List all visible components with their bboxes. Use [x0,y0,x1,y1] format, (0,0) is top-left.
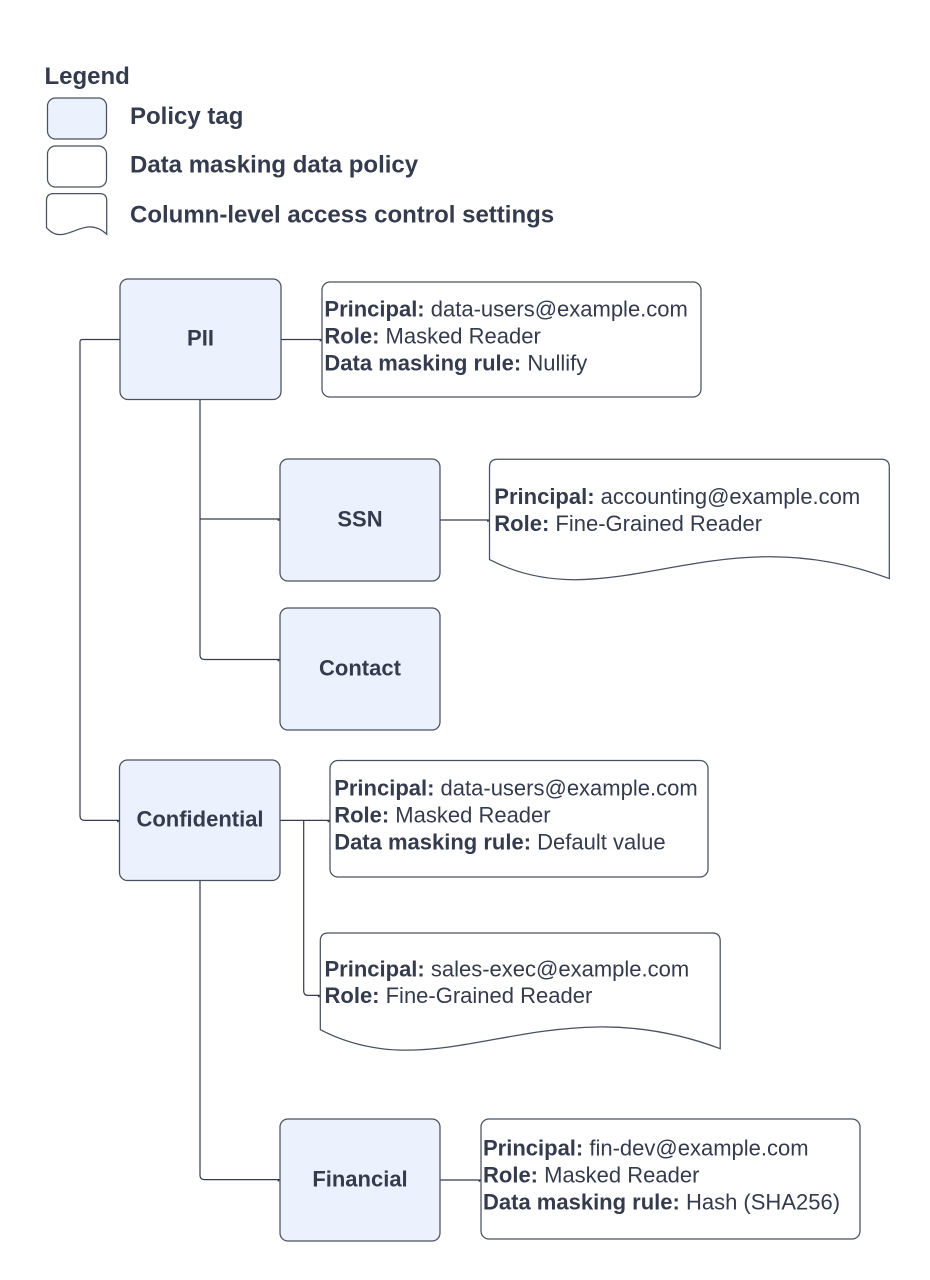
svg-text:Role: Fine-Grained Reader: Role: Fine-Grained Reader [325,983,593,1008]
svg-text:Data masking data policy: Data masking data policy [130,152,419,179]
svg-text:Financial: Financial [312,1167,407,1192]
svg-text:Data masking rule: Nullify: Data masking rule: Nullify [324,351,587,376]
svg-text:Principal: sales-exec@example.: Principal: sales-exec@example.com [325,957,690,982]
svg-text:Role: Fine-Grained Reader: Role: Fine-Grained Reader [494,511,762,536]
svg-text:Role: Masked Reader: Role: Masked Reader [334,803,550,828]
svg-text:Column-level access control se: Column-level access control settings [130,202,554,229]
svg-text:Role: Masked Reader: Role: Masked Reader [324,324,540,349]
svg-text:Role: Masked Reader: Role: Masked Reader [483,1163,699,1188]
svg-text:Principal: data-users@example.: Principal: data-users@example.com [334,776,697,801]
svg-text:Policy tag: Policy tag [130,103,243,130]
svg-text:Principal: fin-dev@example.com: Principal: fin-dev@example.com [483,1136,809,1161]
svg-text:Contact: Contact [319,656,402,681]
svg-text:SSN: SSN [337,507,382,532]
svg-text:Data masking rule: Hash (SHA25: Data masking rule: Hash (SHA256) [483,1190,840,1215]
svg-text:Data masking rule: Default val: Data masking rule: Default value [334,830,665,855]
svg-text:Confidential: Confidential [136,807,263,832]
svg-text:Principal: accounting@example.: Principal: accounting@example.com [494,484,860,509]
svg-text:Principal: data-users@example.: Principal: data-users@example.com [324,297,687,322]
svg-text:Legend: Legend [45,63,130,90]
svg-text:PII: PII [187,326,214,351]
